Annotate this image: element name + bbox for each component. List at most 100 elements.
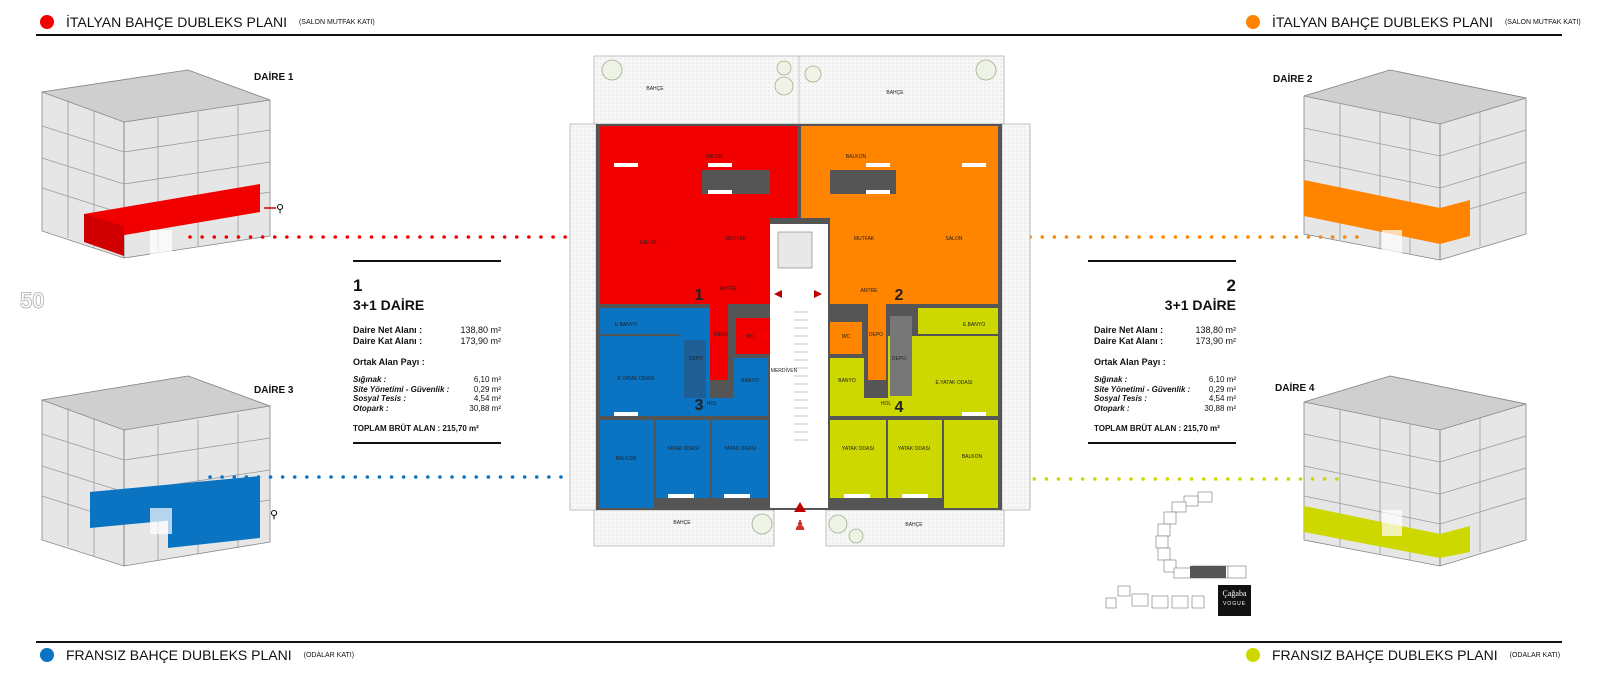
- info-title: 3+1 DAİRE: [353, 297, 425, 313]
- footer-right-title: FRANSIZ BAHÇE DUBLEKS PLANI: [1272, 647, 1498, 663]
- plan-label: SALON: [640, 240, 657, 246]
- unit-number-3: 3: [695, 397, 704, 414]
- header-left-sub: (SALON MUTFAK KATI): [298, 18, 375, 26]
- plan-label: E.BANYO: [963, 322, 985, 328]
- info-net-label: Daire Net Alanı :: [1094, 325, 1164, 335]
- daire-2-label: DAİRE 2: [1273, 74, 1313, 85]
- orange-dot-icon: [1246, 15, 1260, 29]
- info-total: TOPLAM BRÜT ALAN : 215,70 m²: [1094, 424, 1220, 434]
- plan-label: WC: [746, 334, 755, 340]
- page-number: 50: [19, 288, 45, 314]
- iso-building-daire-4: ⚲: [1300, 372, 1530, 572]
- footer-right: FRANSIZ BAHÇE DUBLEKS PLANI (ODALAR KATI…: [1246, 647, 1560, 663]
- arrow-right-icon: [814, 290, 822, 298]
- plan-label: BAHÇE: [673, 520, 691, 526]
- unit-number-4: 4: [895, 399, 904, 416]
- info-number: 1: [353, 276, 363, 295]
- info-top-rule: [353, 260, 501, 262]
- red-dot-icon: [40, 15, 54, 29]
- footer-rule: [36, 641, 1562, 643]
- plan-label: DEPO: [714, 332, 728, 338]
- plan-label: E.YATAK ODASI: [618, 376, 655, 382]
- header-right: İTALYAN BAHÇE DUBLEKS PLANI (SALON MUTFA…: [1246, 14, 1581, 30]
- plan-label: MERDİVEN: [771, 367, 798, 374]
- svg-text:⚲: ⚲: [270, 509, 278, 521]
- iso-building-daire-3: ⚲: [38, 372, 288, 572]
- header-right-sub: (SALON MUTFAK KATI): [1504, 18, 1581, 26]
- plan-label: DEPO: [689, 356, 703, 362]
- info-block-daire-1: 1 3+1 DAİRE Daire Net Alanı : 138,80 m² …: [353, 260, 501, 445]
- info-share-row: Sosyal Tesis :4,54 m²: [353, 394, 501, 404]
- plan-label: BANYO: [838, 378, 856, 384]
- info-kat-row: Daire Kat Alanı : 173,90 m²: [353, 336, 501, 347]
- info-kat-value: 173,90 m²: [460, 336, 501, 346]
- plan-label: BANYO: [741, 378, 759, 384]
- header-rule: [36, 34, 1562, 36]
- plan-label: HOL: [707, 401, 718, 407]
- footer-left-sub: (ODALAR KATI): [303, 651, 355, 659]
- plan-label: BAHÇE: [886, 90, 904, 96]
- iso-building-daire-1: ⚲: [38, 66, 288, 266]
- plan-label: WC: [842, 334, 851, 340]
- info-block-daire-2: 2 3+1 DAİRE Daire Net Alanı : 138,80 m² …: [1088, 260, 1236, 445]
- plan-label: BALKON: [962, 454, 983, 460]
- plan-label: DEPO: [892, 356, 906, 362]
- info-title: 3+1 DAİRE: [1164, 297, 1236, 313]
- info-net-value: 138,80 m²: [460, 325, 501, 335]
- plan-label: E.BANYO: [615, 322, 637, 328]
- floor-plan: BAHÇE BAHÇE SALON BALKON SALON MUTFAK MU…: [568, 54, 1032, 548]
- header-left-title: İTALYAN BAHÇE DUBLEKS PLANI: [66, 14, 287, 30]
- info-bottom-rule: [1088, 442, 1236, 445]
- footer-left-title: FRANSIZ BAHÇE DUBLEKS PLANI: [66, 647, 292, 663]
- daire-1-label: DAİRE 1: [254, 72, 294, 83]
- info-kat-value: 173,90 m²: [1195, 336, 1236, 346]
- header-left: İTALYAN BAHÇE DUBLEKS PLANI (SALON MUTFA…: [40, 14, 375, 30]
- footer-right-sub: (ODALAR KATI): [1509, 651, 1561, 659]
- info-kat-label: Daire Kat Alanı :: [1094, 336, 1164, 346]
- stair-treads: [794, 311, 808, 441]
- plan-label: YATAK ODASI: [842, 446, 874, 452]
- tree-icons: [601, 59, 997, 544]
- brand-logo: Çağaba VOGUE: [1218, 585, 1251, 616]
- footer-left: FRANSIZ BAHÇE DUBLEKS PLANI (ODALAR KATI…: [40, 647, 354, 663]
- plan-label: DEPO: [869, 332, 883, 338]
- iso-building-daire-2: ⚲: [1300, 66, 1530, 266]
- plan-label: ANTRE: [720, 286, 738, 292]
- info-top-rule: [1088, 260, 1236, 262]
- brand-line-1: Çağaba: [1222, 589, 1247, 598]
- yellow-dot-icon: [1246, 648, 1260, 662]
- info-number: 2: [1226, 276, 1236, 295]
- info-share-row: Sığınak :6,10 m²: [1094, 375, 1236, 384]
- info-share-row: Site Yönetimi - Güvenlik :0,29 m²: [1094, 384, 1236, 394]
- plan-label: SALON: [706, 154, 723, 160]
- plan-label: HOL: [881, 401, 892, 407]
- person-icon: ♟: [794, 517, 807, 533]
- plan-label: YATAK ODASI: [724, 446, 756, 452]
- plan-label: SALON: [946, 236, 963, 242]
- arrow-left-icon: [774, 290, 782, 298]
- info-kat-label: Daire Kat Alanı :: [353, 336, 423, 346]
- plan-label: BALKON: [846, 154, 867, 160]
- unit-number-1: 1: [695, 287, 704, 304]
- daire-3-label: DAİRE 3: [254, 385, 294, 396]
- elevator: [777, 231, 813, 269]
- plan-label: E.YATAK ODASI: [936, 380, 973, 386]
- header-right-title: İTALYAN BAHÇE DUBLEKS PLANI: [1272, 14, 1493, 30]
- unit-number-2: 2: [895, 287, 904, 304]
- info-kat-row: Daire Kat Alanı : 173,90 m²: [1094, 336, 1236, 347]
- plan-label: YATAK ODASI: [898, 446, 930, 452]
- info-share-row: Site Yönetimi - Güvenlik :0,29 m²: [353, 384, 501, 394]
- brand-line-2: VOGUE: [1222, 601, 1247, 607]
- garden-bottom-left: [593, 509, 775, 547]
- info-total: TOPLAM BRÜT ALAN : 215,70 m²: [353, 424, 479, 434]
- plan-label: BAHÇE: [646, 86, 664, 92]
- info-net-label: Daire Net Alanı :: [353, 325, 423, 335]
- info-net-row: Daire Net Alanı : 138,80 m²: [1094, 325, 1236, 336]
- blue-dot-icon: [40, 648, 54, 662]
- windows: [614, 163, 986, 498]
- info-net-row: Daire Net Alanı : 138,80 m²: [353, 325, 501, 336]
- plan-label: ANTRE: [861, 288, 879, 294]
- info-share-row: Sosyal Tesis :4,54 m²: [1094, 394, 1236, 404]
- plan-label: BAHÇE: [905, 522, 923, 528]
